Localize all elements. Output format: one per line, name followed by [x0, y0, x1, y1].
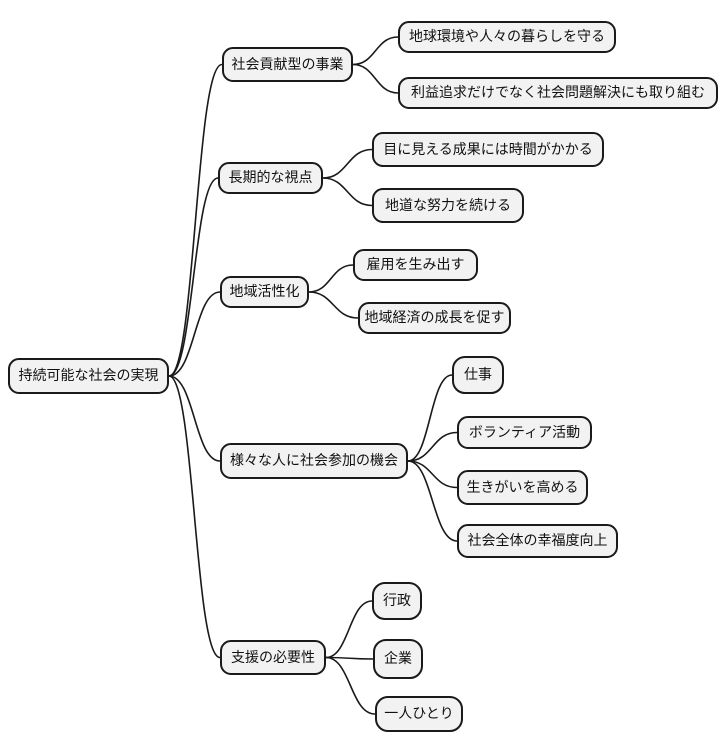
edge-root-b5 [168, 375, 221, 659]
mindmap-node-b4c4: 社会全体の幸福度向上 [457, 524, 618, 558]
edge-b4-b4c2 [407, 431, 458, 462]
edge-root-b4 [168, 375, 221, 462]
edge-b4-b4c4 [407, 460, 458, 542]
mindmap-node-b2c1: 目に見える成果には時間がかかる [372, 132, 604, 167]
mindmap-node-b4c2: ボランティア活動 [457, 416, 592, 449]
edge-b3-b3c2 [308, 291, 359, 319]
edge-b1-b1c1 [352, 36, 399, 66]
edge-root-b2 [168, 177, 219, 377]
mindmap-node-b1c1: 地球環境や人々の暮らしを守る [398, 21, 616, 53]
mindmap-node-b5c3: 一人ひとり [375, 696, 463, 732]
edge-b4-b4c1 [407, 374, 453, 462]
mindmap-node-b5c2: 企業 [373, 639, 423, 679]
mindmap-node-b4c1: 仕事 [452, 356, 504, 394]
mindmap-node-b1: 社会貢献型の事業 [222, 47, 353, 82]
mindmap-node-b3: 地域活性化 [220, 276, 309, 308]
edge-root-b3 [168, 291, 221, 377]
edge-b2-b2c2 [322, 177, 373, 207]
edge-b2-b2c1 [322, 148, 373, 179]
edge-b5-b5c2 [325, 656, 374, 660]
edge-b5-b5c1 [325, 600, 373, 659]
mindmap-node-b5: 支援の必要性 [220, 640, 326, 675]
edge-b5-b5c3 [325, 656, 376, 715]
mindmap-node-root: 持続可能な社会の実現 [8, 358, 169, 394]
edge-b4-b4c3 [407, 460, 458, 489]
mindmap-node-b4: 様々な人に社会参加の機会 [220, 443, 408, 479]
mindmap-node-b3c2: 地域経済の成長を促す [358, 302, 511, 334]
mindmap-node-b4c3: 生きがいを高める [457, 470, 588, 505]
mindmap-node-b2: 長期的な視点 [218, 162, 323, 194]
mindmap-node-b1c2: 利益追求だけでなく社会問題解決にも取り組む [398, 77, 718, 109]
mindmap-node-b2c2: 地道な努力を続ける [372, 188, 524, 223]
mindmap-node-b3c1: 雇用を生み出す [353, 249, 478, 281]
mindmap-node-b5c1: 行政 [372, 582, 422, 620]
edge-b1-b1c2 [352, 63, 399, 94]
edge-root-b1 [168, 63, 223, 377]
edge-b3-b3c1 [308, 264, 354, 293]
